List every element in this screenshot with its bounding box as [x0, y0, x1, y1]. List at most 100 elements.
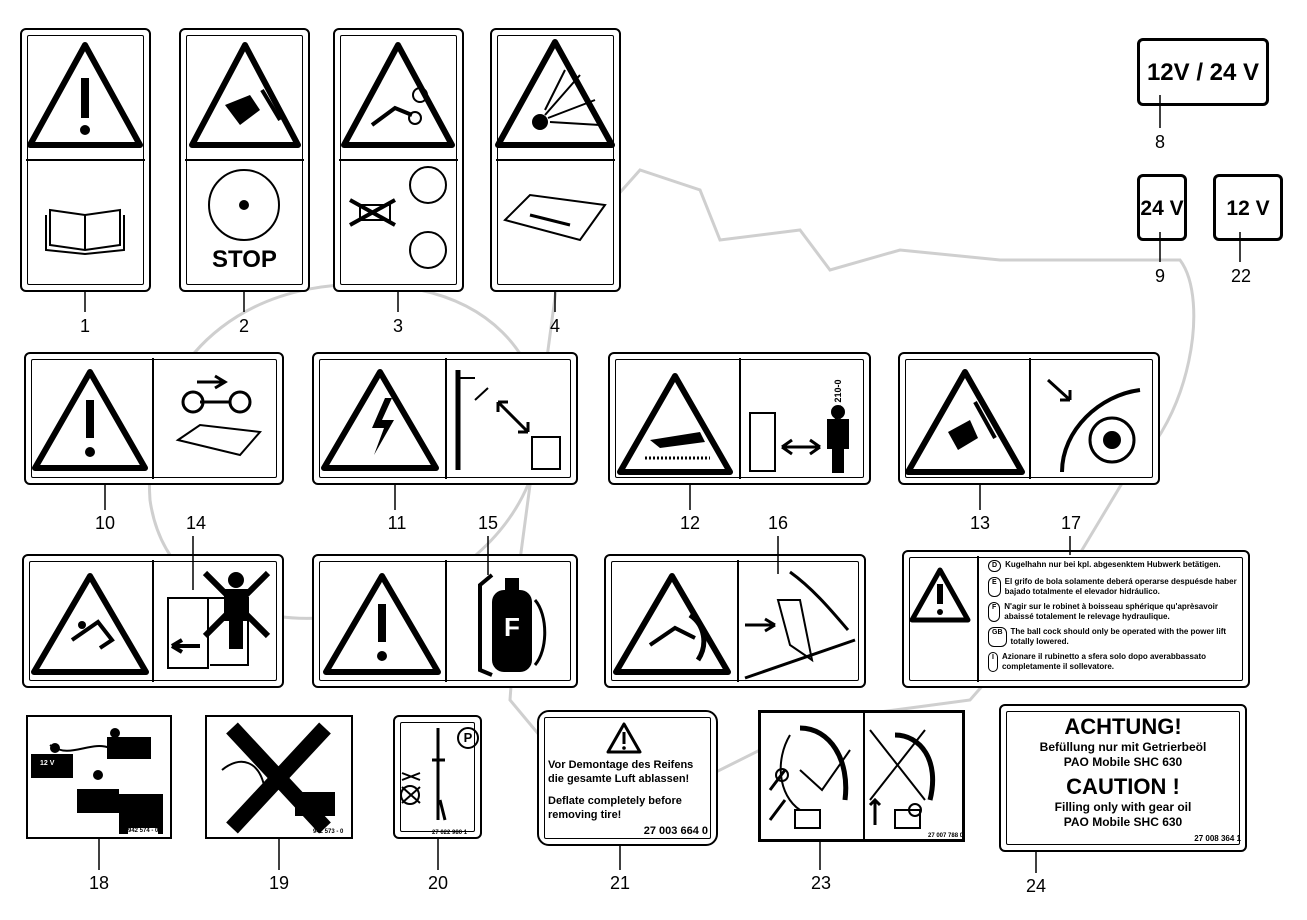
hydraulic-valve-icon — [400, 727, 479, 821]
decal18-tag: 12 V — [40, 760, 55, 767]
callout-9: 9 — [1154, 266, 1165, 286]
callout-21: 21 — [609, 873, 631, 893]
decal21-code: 27 003 664 0 — [643, 825, 708, 837]
callout-24: 24 — [1025, 876, 1047, 896]
callout-19: 19 — [268, 873, 290, 893]
callout-16: 16 — [767, 513, 789, 533]
callout-8: 8 — [1154, 132, 1165, 152]
fire-extinguisher-icon — [478, 573, 547, 677]
decal9-text: 24 V — [1140, 197, 1184, 220]
decal-9: 24 V — [1137, 174, 1187, 241]
callout-11: 11 — [387, 513, 407, 533]
decal17-line-text: Azionare il rubinetto a sfera solo dopo … — [1001, 652, 1206, 671]
entanglement-hazard-icon — [613, 573, 731, 675]
callout-20: 20 — [427, 873, 449, 893]
decal19-code: 942 573 - 0 — [313, 829, 344, 835]
callout-13: 13 — [969, 513, 991, 533]
no-person-between-icon — [167, 570, 271, 669]
explosion-hazard-icon — [495, 39, 615, 148]
decal17-line: D Kugelhahn nur bei kpl. abgesenktem Hub… — [988, 560, 1243, 572]
language-badge: I — [988, 652, 998, 672]
decal17-line-text: El grifo de bola solamente deberá operar… — [1004, 577, 1237, 596]
crush-hazard-icon — [31, 573, 149, 675]
decal24-line-en2: PAO Mobile SHC 630 — [1063, 815, 1183, 829]
decal17-line: F N'agir sur le robinet à boisseau sphér… — [988, 602, 1243, 622]
no-hands-rotating-icon — [349, 166, 447, 269]
callout-10: 10 — [94, 513, 116, 533]
callout-17: 17 — [1060, 513, 1082, 533]
decal17-line: I Azionare il rubinetto a sfera solo dop… — [988, 652, 1243, 672]
decal24-line-de1: Befüllung nur mit Getrierbeöl — [1039, 740, 1207, 754]
warning-triangle-icon — [323, 573, 441, 675]
decal-21 — [537, 710, 718, 846]
callout-23: 23 — [810, 873, 832, 893]
language-badge: GB — [988, 627, 1007, 647]
incorrect-position-cross-icon — [868, 729, 936, 829]
callout-22: 22 — [1230, 266, 1252, 286]
prohibited-battery-icon — [221, 722, 335, 834]
decal21-text: Vor Demontage des Reifens die gesamte Lu… — [548, 758, 708, 838]
callout-3: 3 — [392, 316, 403, 336]
decal15-letter: F — [504, 612, 520, 642]
electric-hazard-icon — [321, 369, 439, 471]
callout-2: 2 — [238, 316, 249, 336]
callout-14: 14 — [185, 513, 207, 533]
decal24-line-de2: PAO Mobile SHC 630 — [1063, 755, 1183, 769]
warning-triangle-icon — [27, 42, 143, 148]
decal24-heading-de: ACHTUNG! — [1064, 714, 1182, 739]
decal-22: 12 V — [1213, 174, 1283, 241]
rotation-arrows-icon — [208, 169, 280, 241]
decal24-code: 27 008 364 1 — [1194, 834, 1241, 843]
battery-connection-icon — [31, 728, 163, 834]
callout-4: 4 — [549, 316, 560, 336]
decal2-stop-text: STOP — [212, 246, 277, 273]
decal21-german: Vor Demontage des Reifens die gesamte Lu… — [548, 759, 694, 785]
callout-18: 18 — [88, 873, 110, 893]
callout-1: 1 — [79, 316, 90, 336]
decal-8: 12V / 24 V — [1137, 38, 1269, 106]
hand-cut-hazard-icon — [189, 42, 301, 148]
decal21-english: Deflate completely before removing tire! — [548, 795, 682, 821]
keep-distance-power-line-icon — [455, 370, 561, 470]
callout-15: 15 — [477, 513, 499, 533]
manual-book-icon — [45, 208, 125, 256]
warning-triangle-icon — [909, 567, 971, 623]
correct-position-check-icon — [768, 712, 865, 840]
warning-triangle-icon — [32, 369, 148, 471]
decal20-code: 27 022 980 1 — [432, 830, 468, 836]
service-manual-icon — [503, 193, 607, 242]
language-badge: F — [988, 602, 1001, 622]
language-badge: E — [988, 577, 1001, 597]
key-remove-icon — [175, 374, 262, 457]
language-badge: D — [988, 560, 1002, 572]
warning-triangle-icon — [606, 722, 642, 754]
decal24-text: ACHTUNG! Befüllung nur mit Getrierbeöl P… — [1005, 714, 1241, 843]
safe-distance-person-icon — [749, 405, 849, 473]
decal17-line: GB The ball cock should only be operated… — [988, 627, 1243, 647]
decal24-line-en1: Filling only with gear oil — [1054, 800, 1192, 814]
drawbar-guide-icon — [744, 570, 856, 680]
callout-12: 12 — [679, 513, 701, 533]
decal17-line-text: The ball cock should only be operated wi… — [1010, 627, 1227, 646]
decal23-code: 27 007 788 0 — [928, 833, 964, 839]
decal22-text: 12 V — [1226, 197, 1270, 220]
decal18-code: 942 574 - 0 — [128, 828, 159, 834]
decal21-parking-letter: P — [463, 730, 473, 745]
decal17-line-text: Kugelhahn nur bei kpl. abgesenktem Hubwe… — [1005, 560, 1221, 569]
decal-24 — [999, 704, 1247, 852]
entanglement-hazard-icon — [341, 42, 455, 148]
decal8-text: 12V / 24 V — [1146, 59, 1260, 86]
decal17-line: E El grifo de bola solamente deberá oper… — [988, 577, 1243, 597]
decal24-heading-en: CAUTION ! — [1066, 774, 1180, 799]
decal17-line-text: N'agir sur le robinet à boisseau sphériq… — [1004, 602, 1218, 621]
hot-surface-hazard-icon — [617, 373, 733, 475]
rotating-blade-icon — [1046, 378, 1141, 473]
hand-cut-hazard-icon — [905, 369, 1025, 475]
decal17-text-block: D Kugelhahn nur bei kpl. abgesenktem Hub… — [988, 560, 1243, 672]
decal-23 — [758, 710, 965, 842]
